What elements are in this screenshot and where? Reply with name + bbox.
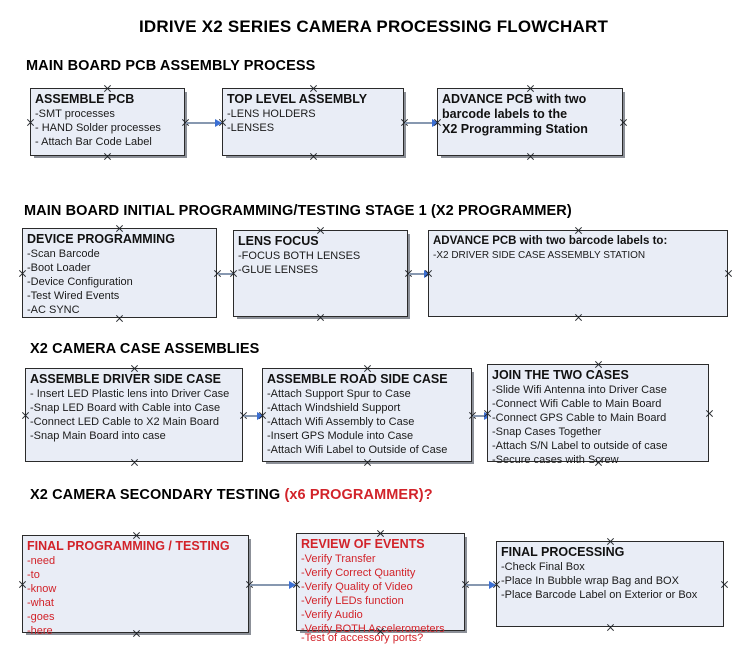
flow-node-title: ASSEMBLE PCB [35,92,135,106]
flow-node-title: JOIN THE TWO CASES [492,368,629,382]
flow-node-line: -need [27,555,56,567]
flow-node-line: -Place Barcode Label on Exterior or Box [501,589,698,601]
flow-node-line: -FOCUS BOTH LENSES [238,250,361,262]
flow-node-line: -Place In Bubble wrap Bag and BOX [501,575,679,587]
flow-node-title: LENS FOCUS [238,234,319,248]
flow-node-assemble-driver-side-case[interactable]: ASSEMBLE DRIVER SIDE CASE - Insert LED P… [25,368,243,462]
flow-node-line: -Scan Barcode [27,248,100,260]
flow-node-line: -here [27,625,53,637]
flow-node-title-line3: X2 Programming Station [442,122,588,136]
flow-node-final-programming-testing[interactable]: FINAL PROGRAMMING / TESTING -need -to -k… [22,535,249,637]
flow-node-line: -Attach Support Spur to Case [267,388,411,400]
flow-node-line: -Connect GPS Cable to Main Board [492,412,667,424]
flow-node-title: TOP LEVEL ASSEMBLY [227,92,368,106]
flow-node-assemble-pcb[interactable]: ASSEMBLE PCB -SMT processes - HAND Solde… [30,88,185,156]
section-heading-text: MAIN BOARD PCB ASSEMBLY PROCESS [26,58,316,74]
flow-arrow-final-programming-to-review-of-events [250,580,296,589]
flow-node-line: -Snap Cases Together [492,426,602,438]
flow-node-line: - HAND Solder processes [35,122,161,134]
flow-node-line: -Test Wired Events [27,290,120,302]
flow-node-advance-pcb-x2-programming-station[interactable]: ADVANCE PCB with two barcode labels to t… [437,88,623,156]
section-heading-x2-camera-secondary-testing: X2 CAMERA SECONDARY TESTING (x6 PROGRAMM… [30,487,433,503]
flow-node-line: -Attach S/N Label to outside of case [492,440,668,452]
flow-node-line: -Secure cases with Screw [492,454,619,466]
flow-node-line: -Verify Quality of Video [301,581,413,593]
flow-node-line: -goes [27,611,55,623]
flow-arrow-assemble-pcb-to-top-level-assembly [186,118,222,127]
flow-node-title: ASSEMBLE DRIVER SIDE CASE [30,372,222,386]
flow-node-line: -Connect LED Cable to X2 Main Board [30,416,219,428]
flow-node-line: -Attach Wifi Label to Outside of Case [267,444,448,456]
flow-node-line: -know [27,583,57,595]
flow-node-line: -SMT processes [35,108,115,120]
flow-node-line: -Verify Transfer [301,553,376,565]
section-heading-red-suffix: (x6 PROGRAMMER)? [284,487,433,503]
flow-node-line: -LENSES [227,122,275,134]
flow-node-title: REVIEW OF EVENTS [301,537,425,551]
flow-node-title: ADVANCE PCB with two [442,92,587,106]
flow-node-title: ASSEMBLE ROAD SIDE CASE [267,372,448,386]
flow-node-top-level-assembly[interactable]: TOP LEVEL ASSEMBLY -LENS HOLDERS -LENSES [222,88,404,156]
section-heading-x2-camera-case-assemblies: X2 CAMERA CASE ASSEMBLIES [30,341,259,357]
section-heading-main-board-pcb-assembly: MAIN BOARD PCB ASSEMBLY PROCESS [26,58,315,74]
flow-node-line: -Attach Windshield Support [267,402,401,414]
flow-node-lens-focus[interactable]: LENS FOCUS -FOCUS BOTH LENSES -GLUE LENS… [233,230,408,317]
section-heading-text: MAIN BOARD INITIAL PROGRAMMING/TESTING S… [24,203,572,219]
flow-arrow-driver-side-to-road-side [244,411,264,420]
flow-node-line: -Boot Loader [27,262,91,274]
flow-node-device-programming[interactable]: DEVICE PROGRAMMING -Scan Barcode -Boot L… [22,228,217,318]
flow-node-title: ADVANCE PCB with two barcode labels to: [433,235,668,247]
flow-node-title-line2: barcode labels to the [442,107,568,121]
flow-node-line: -GLUE LENSES [238,264,319,276]
flow-node-line: -to [27,569,40,581]
flow-node-line: -Snap LED Board with Cable into Case [30,402,221,414]
flow-node-overflow-line: -Test of accessory ports? [301,632,424,644]
flow-node-title: DEVICE PROGRAMMING [27,232,175,246]
page-title: IDRIVE X2 SERIES CAMERA PROCESSING FLOWC… [138,17,609,36]
flow-node-line: - Insert LED Plastic lens into Driver Ca… [30,388,230,400]
flow-node-line: -Insert GPS Module into Case [267,430,414,442]
flow-node-final-processing[interactable]: FINAL PROCESSING -Check Final Box -Place… [496,541,724,627]
flow-node-line: -Device Configuration [27,276,133,288]
flow-node-line: -Verify LEDs function [301,595,404,607]
flow-node-line: -Slide Wifi Antenna into Driver Case [492,384,667,396]
flow-node-title: FINAL PROCESSING [501,545,625,559]
flow-node-line: -Connect Wifi Cable to Main Board [492,398,662,410]
section-heading-text: X2 CAMERA CASE ASSEMBLIES [30,341,260,357]
flow-node-line: -Verify BOTH Accelerometers [301,623,445,635]
flow-node-line: -Check Final Box [501,561,585,573]
flow-node-line: -Snap Main Board into case [30,430,166,442]
flow-node-line: -Verify Correct Quantity [301,567,416,579]
flow-node-line: - Attach Bar Code Label [35,136,152,148]
flow-node-assemble-road-side-case[interactable]: ASSEMBLE ROAD SIDE CASE -Attach Support … [262,368,472,462]
flow-node-line: -Verify Audio [301,609,363,621]
flow-node-join-the-two-cases[interactable]: JOIN THE TWO CASES -Slide Wifi Antenna i… [487,364,709,466]
section-heading-text: X2 CAMERA SECONDARY TESTING [30,487,285,503]
flow-node-title: FINAL PROGRAMMING / TESTING [27,539,230,553]
section-heading-main-board-initial-programming: MAIN BOARD INITIAL PROGRAMMING/TESTING S… [24,203,572,219]
flow-node-line: -AC SYNC [27,304,80,316]
flow-node-line: -what [27,597,54,609]
flow-node-line: -X2 DRIVER SIDE CASE ASSEMBLY STATION [433,250,646,261]
flow-node-review-of-events[interactable]: REVIEW OF EVENTS -Verify Transfer -Verif… [296,533,465,644]
flow-arrow-top-level-assembly-to-advance-pcb [405,118,439,127]
flow-node-line: -Attach Wifi Assembly to Case [267,416,415,428]
flow-node-line: -LENS HOLDERS [227,108,316,120]
flow-node-advance-pcb-driver-side-case[interactable]: ADVANCE PCB with two barcode labels to: … [428,230,728,317]
flow-arrow-review-of-events-to-final-processing [466,580,496,589]
